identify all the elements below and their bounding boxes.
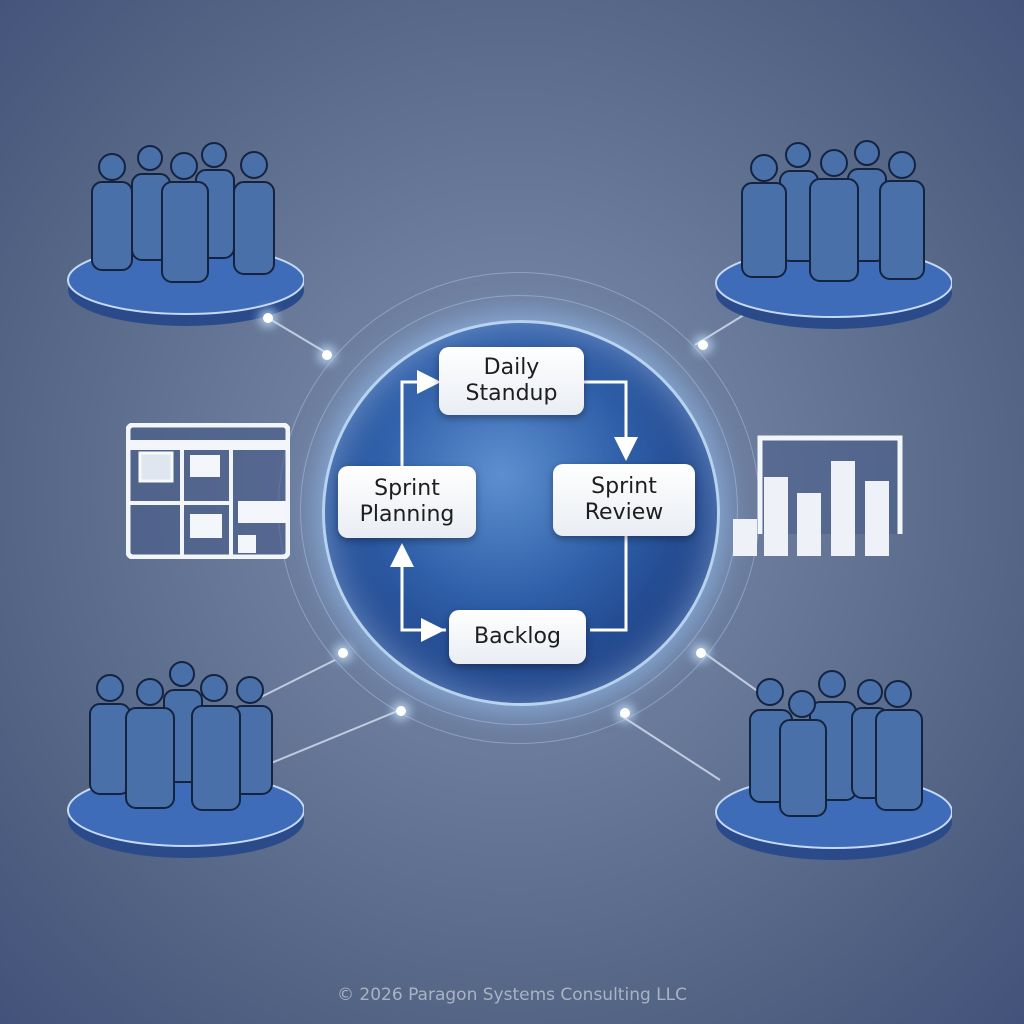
glow-node bbox=[620, 708, 630, 718]
glow-node bbox=[698, 340, 708, 350]
glow-node bbox=[396, 706, 406, 716]
team-group-bottom-left bbox=[64, 660, 305, 860]
node-label: Planning bbox=[359, 502, 455, 527]
people-group-icon bbox=[67, 661, 305, 858]
orbit-ring-inner bbox=[300, 295, 738, 725]
glow-node bbox=[338, 648, 348, 658]
node-backlog[interactable]: Backlog bbox=[449, 610, 586, 664]
glow-node bbox=[263, 313, 273, 323]
node-sprint-planning[interactable]: Sprint Planning bbox=[338, 466, 476, 538]
node-sprint-review[interactable]: Sprint Review bbox=[553, 464, 695, 536]
node-label: Backlog bbox=[474, 624, 561, 649]
glow-node bbox=[696, 648, 706, 658]
people-group-icon bbox=[715, 140, 953, 329]
node-daily-standup[interactable]: Daily Standup bbox=[439, 347, 584, 415]
people-group-icon bbox=[67, 142, 305, 326]
node-label: Review bbox=[584, 500, 664, 525]
node-label: Sprint bbox=[374, 476, 440, 501]
team-group-top-right bbox=[712, 135, 953, 335]
node-label: Sprint bbox=[591, 474, 657, 499]
people-group-icon bbox=[715, 670, 953, 860]
bar-chart-icon bbox=[732, 434, 906, 558]
node-label: Daily bbox=[483, 355, 540, 380]
kanban-board-icon bbox=[125, 422, 291, 560]
team-group-top-left bbox=[64, 140, 305, 340]
copyright-footer: © 2026 Paragon Systems Consulting LLC bbox=[337, 985, 687, 1005]
node-label: Standup bbox=[465, 381, 558, 406]
team-group-bottom-right bbox=[712, 664, 953, 864]
glow-node bbox=[322, 350, 332, 360]
